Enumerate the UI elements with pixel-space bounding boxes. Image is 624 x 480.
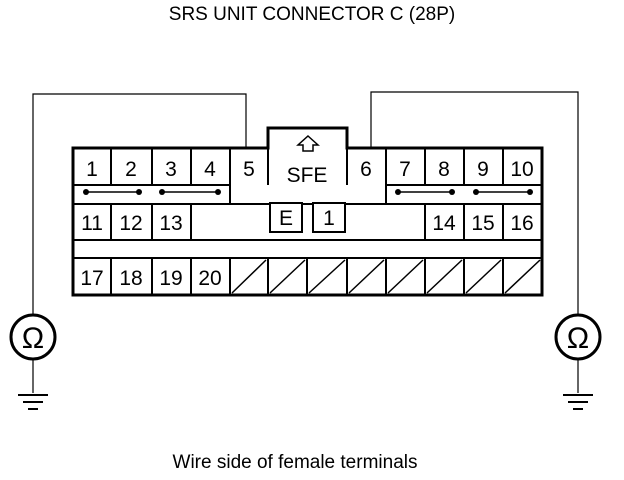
diagram-caption: Wire side of female terminals xyxy=(172,452,418,473)
up-arrow-icon xyxy=(296,134,320,152)
pin-label: 18 xyxy=(119,267,142,290)
pin-label: 9 xyxy=(477,158,489,181)
e-terminal-box xyxy=(269,202,303,233)
left-probe-wire xyxy=(32,93,247,315)
e-label: E xyxy=(279,207,293,230)
pin-label: 5 xyxy=(243,158,255,181)
pin-label: 19 xyxy=(159,267,182,290)
right-probe-wire xyxy=(370,91,579,315)
pin-label: 11 xyxy=(81,212,103,235)
left-ohm-symbol: Ω xyxy=(22,322,44,355)
sfe-label: SFE xyxy=(287,164,328,187)
right-ground-icon xyxy=(563,394,593,410)
pin-label: 12 xyxy=(119,212,142,235)
pin-label: 7 xyxy=(399,158,411,181)
pin-label: 10 xyxy=(510,158,533,181)
one-terminal-box xyxy=(312,202,346,233)
pin-label: 20 xyxy=(198,267,221,290)
left-ground-icon xyxy=(18,394,48,410)
pin-label: 6 xyxy=(360,158,372,181)
pin-label: 8 xyxy=(438,158,450,181)
pin-label: 17 xyxy=(80,267,103,290)
pin-label: 16 xyxy=(510,212,533,235)
diagram-title: SRS UNIT CONNECTOR C (28P) xyxy=(168,4,456,25)
one-label: 1 xyxy=(323,207,335,230)
right-ohm-symbol: Ω xyxy=(567,322,589,355)
pin-label: 2 xyxy=(125,158,137,181)
pin-label: 3 xyxy=(165,158,177,181)
pin-label: 4 xyxy=(204,158,216,181)
pin-label: 1 xyxy=(86,158,98,181)
pin-label: 13 xyxy=(159,212,182,235)
pin-label: 14 xyxy=(432,212,456,235)
pin-label: 15 xyxy=(471,212,494,235)
